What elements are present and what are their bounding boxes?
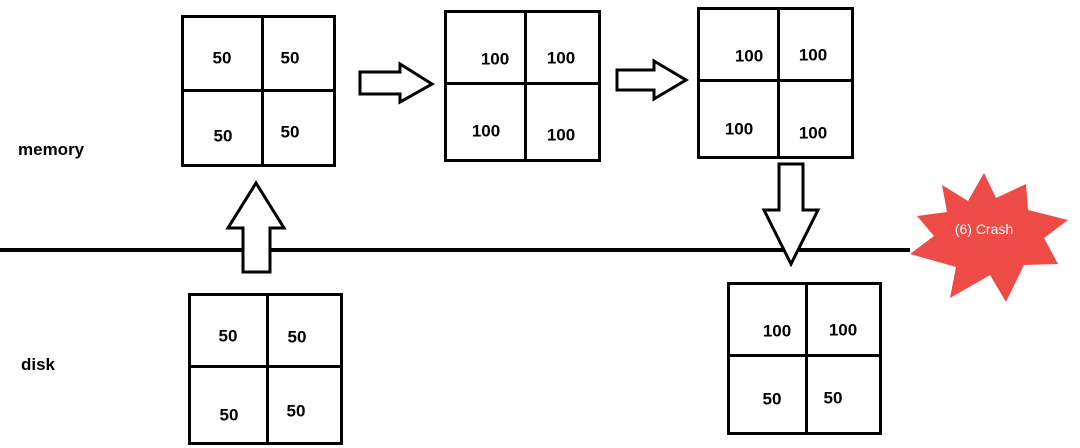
page-cell: 100 xyxy=(828,320,858,340)
memory-page-updated-1: 100 100 100 100 xyxy=(444,10,601,162)
page-cell: 100 xyxy=(471,121,501,141)
page-cell: 100 xyxy=(734,46,764,66)
page-cell: 100 xyxy=(798,45,828,65)
memory-page-updated-2: 100 100 100 100 xyxy=(697,7,854,159)
disk-page-partial-write: 100 100 50 50 xyxy=(727,282,882,435)
crash-label: (6) Crash xyxy=(954,221,1014,237)
page-cell: 50 xyxy=(218,326,238,346)
update-arrow-right-2 xyxy=(615,58,689,102)
page-cell: 50 xyxy=(280,48,300,68)
page-cell: 100 xyxy=(546,48,576,68)
page-cell: 50 xyxy=(280,122,300,142)
crash-starburst-icon xyxy=(910,173,1068,302)
page-cell: 50 xyxy=(762,389,782,409)
page-cell: 50 xyxy=(286,401,306,421)
load-arrow-up xyxy=(225,180,287,274)
page-cell: 50 xyxy=(212,48,232,68)
page-cell: 100 xyxy=(724,119,754,139)
page-cell: 100 xyxy=(546,125,576,145)
page-cell: 50 xyxy=(213,126,233,146)
page-cell: 50 xyxy=(823,388,843,408)
disk-page-original: 50 50 50 50 xyxy=(188,293,343,445)
memory-page-initial: 50 50 50 50 xyxy=(181,15,336,167)
memory-label: memory xyxy=(18,140,85,159)
page-cell: 100 xyxy=(762,321,792,341)
page-cell: 50 xyxy=(219,405,239,425)
disk-label: disk xyxy=(21,355,56,374)
page-cell: 100 xyxy=(798,123,828,143)
flush-arrow-down xyxy=(761,162,821,268)
page-cell: 50 xyxy=(287,327,307,347)
page-cell: 100 xyxy=(480,49,510,69)
update-arrow-right-1 xyxy=(358,61,435,105)
